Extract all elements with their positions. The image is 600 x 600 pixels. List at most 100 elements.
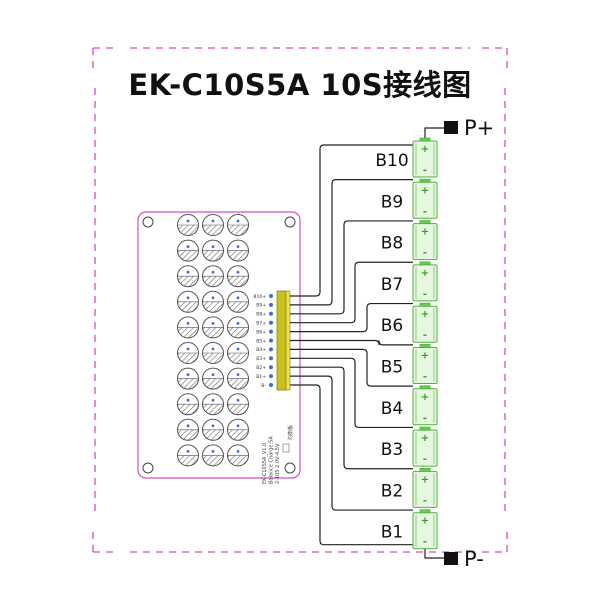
capacitor-polarity-band (227, 403, 249, 415)
capacitor-dot (236, 245, 240, 249)
connector-pin-label: B3+ (256, 356, 266, 362)
capacitor (227, 214, 249, 236)
capacitor (177, 444, 199, 467)
battery-label: B2 (381, 481, 403, 501)
cell-minus-sign: - (423, 165, 427, 176)
capacitor (177, 418, 199, 441)
mounting-hole (284, 462, 296, 474)
capacitor-dot (186, 347, 190, 351)
mounting-hole (142, 216, 154, 228)
balance-wire (290, 302, 413, 333)
cell-plus-sign: + (421, 227, 429, 238)
mounting-hole (142, 462, 154, 474)
side-label: 均衡板 (287, 425, 294, 440)
connector-pin-label: B9+ (256, 303, 266, 309)
capacitor-polarity-band (227, 429, 249, 441)
capacitor-polarity-band (177, 327, 199, 339)
balance-wire (290, 261, 413, 324)
cell-plus-sign: + (421, 474, 429, 485)
capacitor (227, 342, 249, 364)
capacitor-dot (211, 373, 215, 376)
battery-label: B8 (381, 234, 403, 254)
cell-minus-sign: - (423, 289, 427, 300)
balance-wire (290, 384, 413, 546)
cell-minus-sign: - (423, 413, 427, 424)
capacitor-dot (186, 373, 190, 376)
capacitor (227, 367, 249, 390)
connector-pin-label: B7+ (256, 321, 266, 327)
cell-body (412, 223, 438, 261)
battery-cell: +-B9 (381, 178, 438, 219)
capacitor-polarity-band (177, 403, 199, 415)
capacitor-dot (211, 322, 215, 325)
battery-cell: +-B10 (375, 137, 438, 178)
capacitor-polarity-band (177, 275, 199, 287)
capacitor-dot (186, 322, 190, 325)
battery-cell: + - B8 (381, 220, 438, 261)
capacitor-polarity-band (177, 250, 199, 262)
capacitor-dot (211, 219, 215, 223)
capacitor-dot (186, 219, 190, 223)
cell-plus-sign: + (421, 268, 429, 279)
capacitor (202, 367, 224, 390)
capacitor-polarity-band (202, 403, 224, 415)
connector-pin-dot (269, 374, 273, 379)
battery-cell: +-B1 (381, 509, 438, 550)
capacitor (177, 342, 199, 364)
balance-wire (290, 348, 413, 387)
capacitor-polarity-band (177, 224, 199, 236)
capacitor (177, 239, 199, 262)
capacitor (227, 418, 249, 441)
capacitor-polarity-band (227, 378, 249, 390)
capacitor-dot (236, 219, 240, 223)
capacitor (202, 265, 224, 288)
connector-pin-dot (269, 347, 273, 352)
capacitor (202, 239, 224, 262)
cell-minus-sign: - (423, 248, 427, 259)
capacitor (227, 265, 249, 288)
capacitor-polarity-band (202, 224, 224, 236)
capacitor (177, 214, 199, 236)
balance-wire (290, 366, 413, 470)
capacitor-dot (186, 296, 190, 300)
balance-wire (290, 357, 413, 429)
capacitor-dot (236, 322, 240, 325)
battery-cell: + - B7 (381, 261, 438, 302)
positive-terminal-block (444, 121, 458, 134)
capacitor-dot (236, 270, 240, 274)
capacitor-dot (186, 270, 190, 274)
connector-pin-dot (269, 338, 273, 343)
capacitor (177, 316, 199, 339)
connector-pin-label: B5+ (256, 338, 266, 344)
capacitor-dot (236, 450, 240, 453)
connector-pin-label: B8+ (256, 312, 266, 318)
main-positive-wire (424, 127, 444, 141)
silkscreen-line: 2-10S 2.0V-4.5V (275, 443, 281, 484)
connector-pin-label: B1+ (256, 374, 266, 380)
wire-group (290, 127, 444, 559)
capacitor-polarity-band (202, 455, 224, 467)
battery-cell: +-B3 (381, 426, 438, 467)
capacitor-dot (211, 347, 215, 351)
capacitor (227, 316, 249, 339)
cell-minus-sign: - (423, 330, 427, 341)
capacitor-polarity-band (177, 378, 199, 390)
cell-body (412, 140, 438, 178)
battery-cell: + - B2 (381, 467, 438, 508)
battery-label: B3 (381, 440, 403, 460)
battery-label: B7 (381, 275, 403, 295)
capacitor (227, 444, 249, 467)
cell-minus-sign: - (423, 495, 427, 506)
capacitor-dot (236, 373, 240, 376)
capacitor (177, 290, 199, 313)
cell-body (412, 470, 438, 508)
capacitor-polarity-band (202, 250, 224, 262)
capacitor-polarity-band (202, 301, 224, 313)
capacitor-dot (186, 450, 190, 453)
capacitor (202, 316, 224, 339)
connector-pin-label: B10+ (253, 294, 266, 300)
cell-plus-sign: + (421, 144, 429, 155)
